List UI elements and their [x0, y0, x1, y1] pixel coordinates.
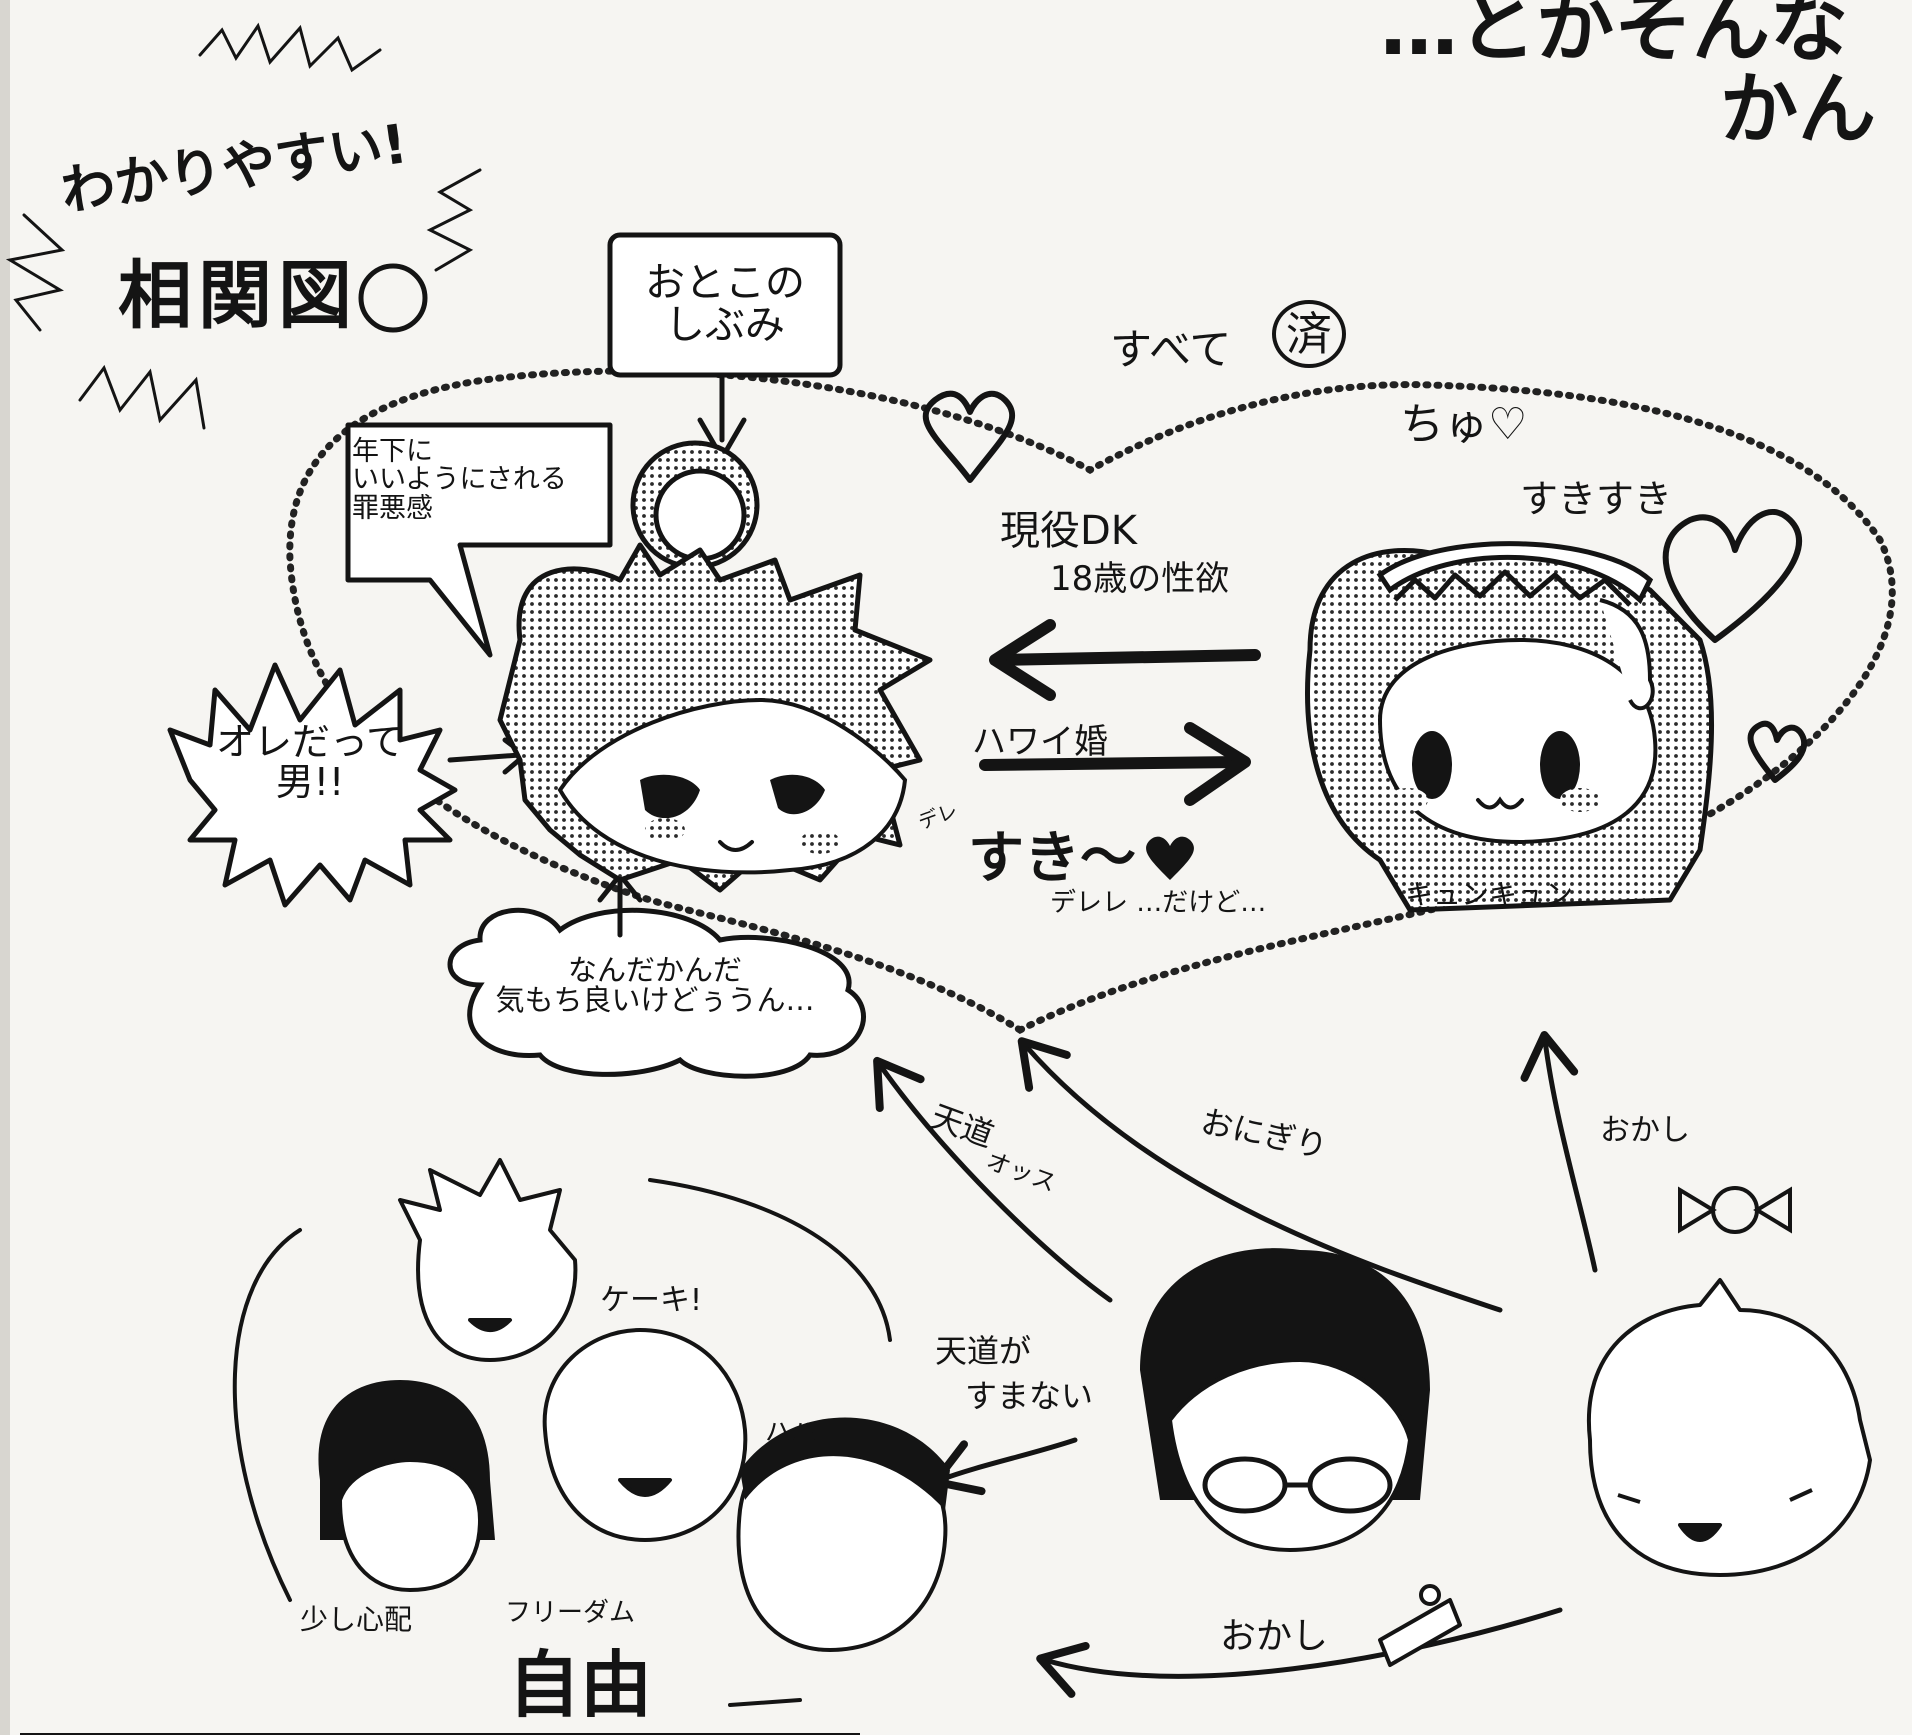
- label-freedom-small: フリーダム: [505, 1598, 636, 1628]
- suki-heart: [1146, 836, 1194, 880]
- group-arc: [232, 1228, 302, 1602]
- maid-girl-figure: [1305, 541, 1715, 913]
- label-kiss: ちゅ♡: [1400, 399, 1528, 450]
- label-hawaii: ハワイ婚: [972, 722, 1108, 762]
- couple-arrows: [979, 619, 1261, 806]
- relation-arrows: [873, 1031, 1598, 1698]
- label-all-done-stamp: 済: [1272, 300, 1346, 369]
- corner-caption-line2: かん: [1720, 65, 1877, 155]
- title-circle: [358, 263, 428, 333]
- callout-guilt: 年下に いいようにされる 罪悪感: [352, 436, 567, 524]
- spiky-boy-figure: [398, 1158, 578, 1362]
- glasses-boy-figure: [1140, 1248, 1430, 1553]
- callout-im-a-man: オレだって 男!!: [215, 720, 405, 804]
- callout-cloud-feelings: [447, 907, 866, 1079]
- label-suki: すき〜: [968, 826, 1136, 891]
- label-kyun: キュンキュン: [1405, 878, 1574, 911]
- label-cake: ケーキ!: [600, 1283, 703, 1318]
- label-tendou-sorry-1: 天道が: [935, 1332, 1032, 1370]
- smiling-boy-figure: [542, 1328, 748, 1542]
- callout-man-burden: おとこの しぶみ: [645, 260, 805, 348]
- light-hair-boy-figure: [1586, 1278, 1872, 1577]
- corner-caption-line1: …とかそんな: [1380, 0, 1849, 73]
- callout-burst-man: [167, 662, 458, 908]
- label-all-done: すべて: [1110, 325, 1232, 374]
- page-title: 相関図: [118, 253, 358, 339]
- callout-box-guilt: [345, 422, 613, 658]
- label-tendou-sorry-2: すまない: [965, 1377, 1094, 1415]
- callout-box-man: [607, 232, 843, 378]
- title-burst: [5, 22, 482, 430]
- label-libido-1: 現役DK: [1000, 508, 1138, 554]
- page-gutter: [0, 0, 10, 1735]
- label-okashi-top: おかし: [1600, 1113, 1690, 1148]
- label-suki-suki: すきすき: [1520, 477, 1673, 521]
- label-dere-dake: デレレ …だけど…: [1050, 888, 1267, 918]
- center-boy-figure: [497, 440, 933, 893]
- headband-boy-figure: [736, 1417, 950, 1653]
- freedom-dash: [728, 1698, 802, 1707]
- group-arc-right: [648, 1178, 892, 1342]
- label-freedom: 自由: [508, 1643, 653, 1727]
- label-okashi-bottom: おかし: [1220, 1616, 1329, 1657]
- dark-hair-boy-figure: [318, 1380, 495, 1593]
- label-libido-2: 18歳の性欲: [1050, 559, 1230, 599]
- label-haha: ハハ: [765, 1418, 818, 1448]
- callout-mixed-feelings: なんだかんだ 気もち良いけどぅうん…: [495, 953, 815, 1018]
- candy-icon: [1678, 1186, 1792, 1234]
- label-sukoshi: 少し心配: [300, 1603, 413, 1636]
- heart-icons: [922, 390, 1807, 783]
- cake-icon: [1378, 1584, 1462, 1667]
